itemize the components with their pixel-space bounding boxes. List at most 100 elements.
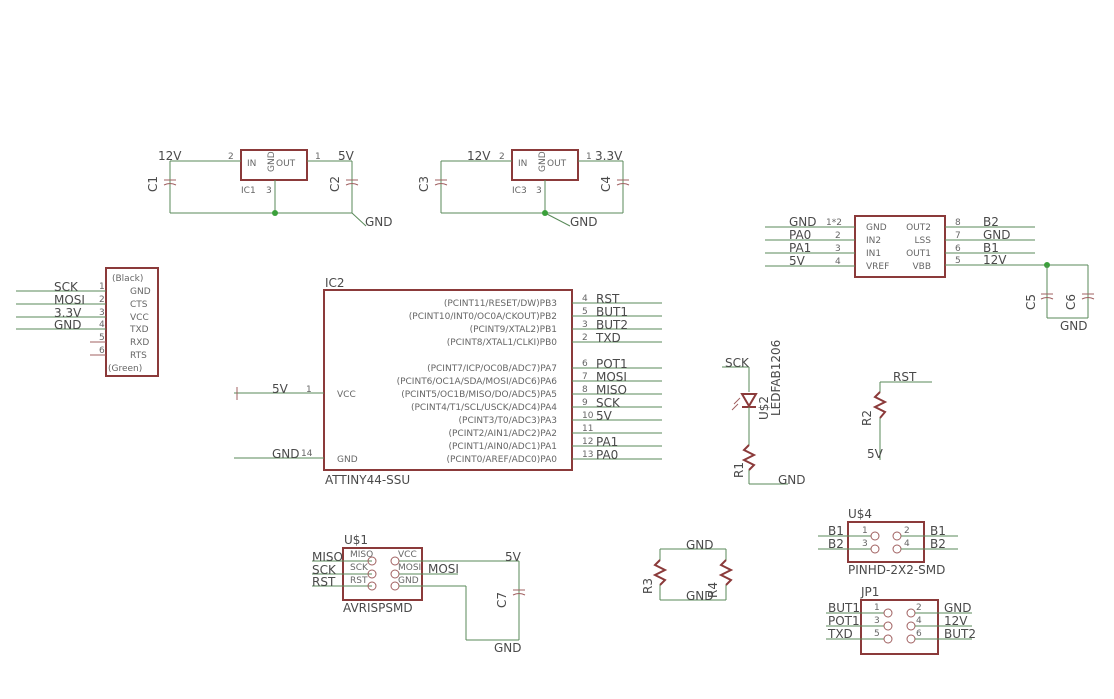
driver-left-0-num-label: 1*2	[826, 218, 842, 228]
us4-right-1-num-label: 4	[904, 539, 910, 549]
ic2-pins_a-2-name-label: (PCINT5/OC1B/MISO/DO/ADC5)PA5	[401, 390, 557, 400]
r34-net-gnd-top: GND	[686, 538, 714, 552]
ftdi-pins-3-num-label: 4	[99, 320, 105, 330]
ic2-pins_a-5-num-label: 11	[582, 424, 593, 434]
driver-right-3-num-label: 5	[955, 256, 961, 266]
isp-right-pin-gnd[interactable]: GND	[390, 576, 466, 591]
ic2-pins_a-0-name-label: (PCINT7/ICP/OC0B/ADC7)PA7	[427, 364, 557, 374]
driver-right-0-net-label: B2	[983, 215, 999, 229]
ic2-pins_a-1-net-label: MOSI	[596, 370, 627, 384]
jp1-body	[860, 599, 939, 655]
jp1-left-1-net-label: POT1	[828, 614, 860, 628]
ic2-pins_b-2-name-label: (PCINT9/XTAL2)PB1	[470, 325, 557, 335]
ftdi-pins-1-name-label: CTS	[130, 300, 148, 310]
ic2-pins_b-0-net-label: RST	[596, 292, 620, 306]
led-u2[interactable]: SCK U$2 LEDFAB1206 R1 GND	[722, 340, 806, 487]
cap-c1-label: C1	[146, 176, 160, 192]
ic1-pin-out-number: 1	[315, 152, 321, 162]
ic2-pins_b-2-net-label: BUT2	[596, 318, 628, 332]
driver-left-0-name-label: GND	[866, 223, 887, 233]
cap-c6-label: C6	[1064, 294, 1078, 310]
driver-right-2-num-label: 6	[955, 244, 961, 254]
regulator-ic1[interactable]: 2 1 3 IN OUT GND IC1 12V 5V C1 C2 GND	[146, 149, 393, 229]
resistor-r2	[872, 391, 888, 419]
resistor-r1	[741, 444, 757, 471]
ic2-pins_a-5-name-label: (PCINT2/AIN1/ADC2)PA2	[448, 429, 557, 439]
r2-net-5v: 5V	[867, 447, 884, 461]
ic1-body	[240, 149, 308, 181]
ic2-pins_a-7-num-label: 13	[582, 450, 593, 460]
ic2-net-5v: 5V	[272, 382, 289, 396]
resistors-r3-r4[interactable]: GND GND R3 R4	[641, 538, 734, 603]
driver-right-1-net-label: GND	[983, 228, 1011, 242]
ic2-pin-pa2[interactable]: (PCINT2/AIN1/ADC2)PA2 11	[448, 424, 662, 439]
r2-net-rst: RST	[893, 370, 917, 384]
jp1-right-2-net-label: BUT2	[944, 627, 976, 641]
resistor-r4-label: R4	[706, 582, 720, 598]
regulator-ic3[interactable]: 2 1 3 IN OUT GND IC3 12V 3.3V C3 C4 GND	[417, 149, 630, 229]
cap-c2-label: C2	[328, 176, 342, 192]
resistor-r4	[718, 559, 734, 586]
isp-right-1-net-label: MOSI	[428, 562, 459, 576]
isp-left-1-net-label: SCK	[312, 563, 337, 577]
isp-left-2-pin-label: RST	[350, 576, 368, 586]
ftdi-pins-4-num-label: 5	[99, 333, 105, 343]
cap-c5-label: C5	[1024, 294, 1038, 310]
ic2-pins_a-1-name-label: (PCINT6/OC1A/SDA/MOSI/ADC6)PA6	[397, 377, 558, 387]
ic2-pins_a-2-net-label: MISO	[596, 383, 627, 397]
led-net-gnd: GND	[778, 473, 806, 487]
ic3-pin-out-number: 1	[586, 152, 592, 162]
ic3-net-3v3: 3.3V	[595, 149, 623, 163]
resistor-r2-group[interactable]: RST R2 5V	[860, 370, 932, 461]
attiny44-ic2[interactable]: IC2 ATTINY44-SSU 5V 1 VCC GND 14 GND (PC…	[234, 276, 662, 487]
driver-right-0-name-label: OUT2	[906, 223, 931, 233]
driver-left-1-name-label: IN2	[866, 236, 881, 246]
driver-left-2-net-label: PA1	[789, 241, 811, 255]
